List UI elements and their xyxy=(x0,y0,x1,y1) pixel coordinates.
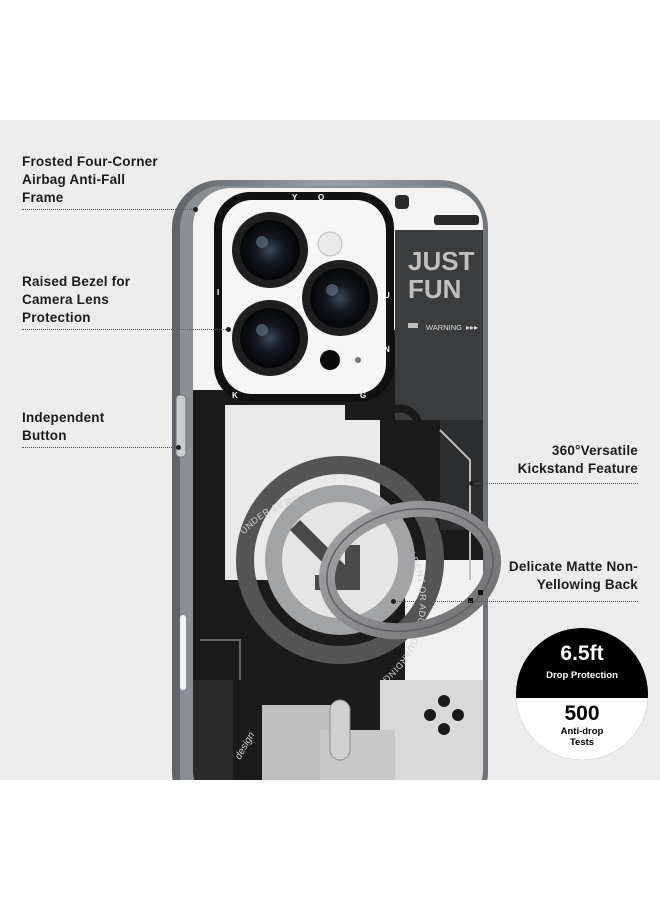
print-headline-just: JUST xyxy=(408,246,475,276)
flash xyxy=(317,231,343,257)
lidar-sensor xyxy=(320,350,340,370)
svg-text:N: N xyxy=(384,345,390,354)
phone-case-illustration: JUST FUN WARNING ▸▸▸ Y O U N G K I T xyxy=(172,180,502,780)
camera-ring-letters: Y O U N G K I T xyxy=(217,193,390,400)
feature-kickstand: 360°Versatile Kickstand Feature xyxy=(517,443,638,476)
badge-top: 6.5ft Drop Protection xyxy=(516,628,648,698)
badge-test-label-2: Tests xyxy=(569,737,595,748)
drop-protection-badge: 6.5ft Drop Protection 500 Anti-drop Test… xyxy=(516,628,648,760)
badge-test-count: 500 xyxy=(564,702,600,725)
svg-text:I: I xyxy=(217,288,219,297)
callout-dot-frame xyxy=(193,207,198,212)
svg-text:U: U xyxy=(384,291,390,300)
camera-lens-right xyxy=(302,260,378,336)
product-scene: JUST FUN WARNING ▸▸▸ Y O U N G K I T xyxy=(0,120,660,780)
feature-frosted-frame: Frosted Four-Corner Airbag Anti-Fall Fra… xyxy=(22,154,158,205)
camera-lens-bottom xyxy=(232,300,308,376)
camera-lens-top xyxy=(232,212,308,288)
callout-dot-button xyxy=(176,445,181,450)
badge-drop-label: Drop Protection xyxy=(546,670,618,681)
callout-line-kickstand xyxy=(472,483,638,484)
svg-text:▸▸▸: ▸▸▸ xyxy=(466,323,478,332)
badge-test-label-1: Anti-drop xyxy=(560,726,604,737)
side-button-lower xyxy=(180,615,186,690)
callout-dot-kickstand xyxy=(469,481,474,486)
badge-bottom: 500 Anti-drop Tests xyxy=(516,698,648,760)
feature-independent-button: Independent Button xyxy=(22,410,105,443)
svg-text:O: O xyxy=(318,193,324,202)
callout-dot-bezel xyxy=(226,327,231,332)
camera-module: Y O U N G K I T xyxy=(214,192,394,402)
kickstand-ring xyxy=(318,500,502,640)
callout-dot-back xyxy=(391,599,396,604)
svg-text:G: G xyxy=(360,391,366,400)
feature-raised-bezel: Raised Bezel for Camera Lens Protection xyxy=(22,274,131,325)
callout-line-button xyxy=(22,447,178,448)
svg-text:Y: Y xyxy=(292,193,298,202)
badge-drop-height: 6.5ft xyxy=(560,642,604,665)
button-dots xyxy=(424,695,464,735)
callout-line-back xyxy=(394,601,638,602)
independent-button xyxy=(175,394,187,458)
feature-matte-back: Delicate Matte Non- Yellowing Back xyxy=(508,559,638,592)
print-warning: WARNING xyxy=(426,323,462,332)
print-headline-fun: FUN xyxy=(408,274,461,304)
svg-text:T: T xyxy=(232,213,237,222)
svg-text:K: K xyxy=(232,391,238,400)
callout-line-frame xyxy=(22,209,196,210)
callout-line-bezel xyxy=(22,329,228,330)
